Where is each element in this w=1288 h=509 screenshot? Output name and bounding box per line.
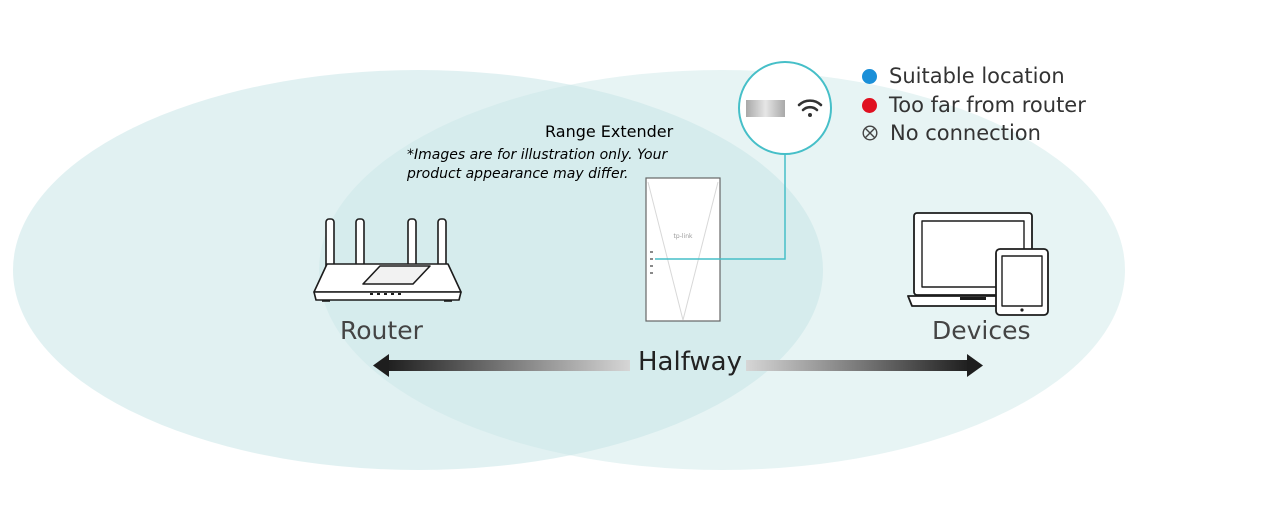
devices-label: Devices: [932, 316, 1031, 345]
circled-x-icon: [862, 125, 878, 141]
blue-dot-icon: [862, 68, 877, 84]
legend-label: Too far from router: [889, 93, 1086, 117]
halfway-arrow: [373, 354, 983, 377]
legend-item-no-connection: No connection: [862, 121, 1041, 145]
halfway-label: Halfway: [638, 347, 742, 377]
illustration-note-line-2: product appearance may differ.: [407, 166, 629, 182]
svg-text:tp-link: tp-link: [674, 233, 693, 240]
legend-label: Suitable location: [889, 64, 1065, 88]
legend-item-suitable-location: Suitable location: [862, 64, 1065, 88]
legend-label: No connection: [890, 121, 1041, 145]
illustration-note-line-1: *Images are for illustration only. Your: [407, 147, 668, 163]
range-extender-label: Range Extender: [545, 122, 674, 141]
led-indicator-icon: [746, 100, 785, 117]
callout-connector: [655, 154, 786, 260]
range-extender-icon: tp-link: [645, 177, 721, 322]
legend-item-too-far: Too far from router: [862, 93, 1086, 117]
red-dot-icon: [862, 97, 877, 113]
wifi-icon: [797, 99, 823, 117]
router-label: Router: [340, 316, 423, 345]
router-icon: [313, 218, 462, 302]
laptop-tablet-icon: [907, 212, 1049, 316]
